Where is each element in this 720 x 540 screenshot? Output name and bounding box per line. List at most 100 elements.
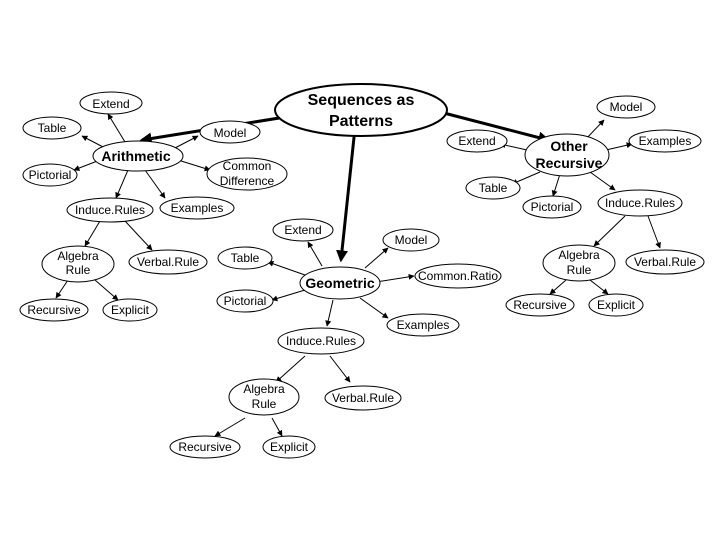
arith-common-difference-line2: Difference (220, 174, 275, 188)
node-geo-extend-shape (272, 218, 334, 242)
node-geo-algebra-rule[interactable]: Algebra Rule (228, 378, 300, 416)
node-geo-explicit[interactable]: Explicit (262, 435, 316, 459)
node-arith-model-shape (199, 120, 261, 144)
node-geo-verbal-rule-shape (324, 385, 402, 411)
other-induce-rules-label: Induce.Rules (605, 196, 675, 210)
node-geo-recursive[interactable]: Recursive (169, 435, 241, 459)
edge-arith-induce-verbal (124, 220, 153, 251)
other-extend-label: Extend (458, 134, 495, 148)
edge-arith-algebra-explicit (94, 279, 119, 301)
edge-title-geometric (336, 127, 357, 263)
node-arith-induce-rules-shape (66, 197, 154, 223)
other-model-label: Model (610, 100, 643, 114)
node-other-examples-shape (628, 129, 702, 153)
geo-pictorial-label: Pictorial (224, 294, 267, 308)
edge-geo-induce (325, 299, 334, 327)
edge-geo-induce-algebra (275, 355, 306, 383)
node-arith-recursive[interactable]: Recursive (19, 298, 89, 322)
node-geo-model[interactable]: Model (382, 228, 440, 252)
other-verbal-rule-label: Verbal.Rule (634, 255, 696, 269)
geo-verbal-rule-label: Verbal.Rule (332, 391, 394, 405)
geo-table-label: Table (231, 251, 260, 265)
node-geo-table[interactable]: Table (217, 246, 273, 270)
node-other-model-shape (596, 95, 656, 119)
node-arith-verbal-rule-shape (128, 249, 208, 275)
node-other-induce-rules-shape (597, 189, 683, 217)
edge-other-algebra-explicit (589, 279, 609, 295)
node-arith-examples-shape (159, 196, 235, 220)
node-other-explicit[interactable]: Explicit (588, 293, 644, 317)
node-geo-table-shape (217, 246, 273, 270)
edge-other-induce-verbal (647, 215, 661, 249)
node-arith-examples[interactable]: Examples (159, 196, 235, 220)
arith-table-label: Table (38, 121, 67, 135)
node-geo-extend[interactable]: Extend (272, 218, 334, 242)
node-other-model[interactable]: Model (596, 95, 656, 119)
edge-geo-table (267, 260, 306, 276)
geo-common-ratio-label: Common.Ratio (418, 269, 498, 283)
node-other-recursive-leaf[interactable]: Recursive (505, 293, 575, 317)
node-other-recursive-leaf-shape (505, 293, 575, 317)
arith-induce-rules-label: Induce.Rules (75, 203, 145, 217)
node-other-pictorial[interactable]: Pictorial (522, 195, 582, 219)
node-arith-induce-rules[interactable]: Induce.Rules (66, 197, 154, 223)
node-other-table[interactable]: Table (465, 176, 521, 200)
edge-arith-induce (115, 169, 129, 199)
edge-title-other (439, 110, 551, 144)
edge-other-induce-algebra (593, 215, 626, 247)
node-arith-common-difference-shape (206, 157, 288, 191)
node-geo-explicit-shape (262, 435, 316, 459)
node-geo-algebra-rule-shape (228, 378, 300, 416)
node-geo-common-ratio-shape (414, 263, 502, 289)
geo-examples-label: Examples (397, 318, 450, 332)
node-geo-induce-rules-shape (277, 327, 365, 355)
node-other-recursive-shape (524, 133, 610, 177)
node-arith-table[interactable]: Table (22, 116, 82, 140)
geometric-label: Geometric (305, 275, 374, 291)
node-geometric[interactable]: Geometric (299, 266, 381, 300)
node-other-algebra-rule[interactable]: Algebra Rule (542, 244, 616, 282)
geo-explicit-label: Explicit (270, 440, 309, 454)
node-geo-model-shape (382, 228, 440, 252)
node-arith-extend[interactable]: Extend (79, 91, 143, 115)
geo-extend-label: Extend (284, 223, 321, 237)
node-other-explicit-shape (588, 293, 644, 317)
node-arithmetic[interactable]: Arithmetic (92, 140, 184, 172)
other-recursive-line2: Recursive (536, 155, 603, 171)
node-other-induce-rules[interactable]: Induce.Rules (597, 189, 683, 217)
node-arith-model[interactable]: Model (199, 120, 261, 144)
node-arith-algebra-rule[interactable]: Algebra Rule (41, 245, 115, 283)
node-geo-pictorial-shape (216, 289, 274, 313)
node-other-extend[interactable]: Extend (446, 129, 508, 153)
edge-arith-model (174, 135, 199, 149)
node-other-verbal-rule[interactable]: Verbal.Rule (625, 249, 705, 275)
node-arith-pictorial[interactable]: Pictorial (22, 163, 78, 187)
edge-geo-induce-verbal (329, 355, 351, 383)
edge-arith-table (81, 135, 106, 149)
node-title[interactable]: Sequences as Patterns (274, 83, 448, 137)
node-other-recursive[interactable]: Other Recursive (524, 133, 610, 177)
node-arith-explicit-shape (102, 298, 158, 322)
node-arith-common-difference[interactable]: Common Difference (206, 157, 288, 191)
node-geo-induce-rules[interactable]: Induce.Rules (277, 327, 365, 355)
node-geo-recursive-shape (169, 435, 241, 459)
edge-geo-commonratio (375, 273, 415, 283)
node-arith-explicit[interactable]: Explicit (102, 298, 158, 322)
node-geo-examples[interactable]: Examples (386, 313, 460, 337)
node-geo-pictorial[interactable]: Pictorial (216, 289, 274, 313)
node-other-extend-shape (446, 129, 508, 153)
edge-other-examples (605, 142, 633, 151)
node-other-examples[interactable]: Examples (628, 129, 702, 153)
node-geo-verbal-rule[interactable]: Verbal.Rule (324, 385, 402, 411)
arith-model-label: Model (214, 126, 247, 140)
edge-geo-model (364, 247, 389, 269)
title-line2: Patterns (329, 113, 393, 130)
edge-other-algebra-recursive (549, 279, 567, 295)
node-arith-verbal-rule[interactable]: Verbal.Rule (128, 249, 208, 275)
edge-arith-extend (107, 113, 126, 143)
other-pictorial-label: Pictorial (531, 200, 574, 214)
node-geo-common-ratio[interactable]: Common.Ratio (414, 263, 502, 289)
arith-recursive-label: Recursive (27, 303, 81, 317)
title-line1: Sequences as (308, 92, 415, 109)
